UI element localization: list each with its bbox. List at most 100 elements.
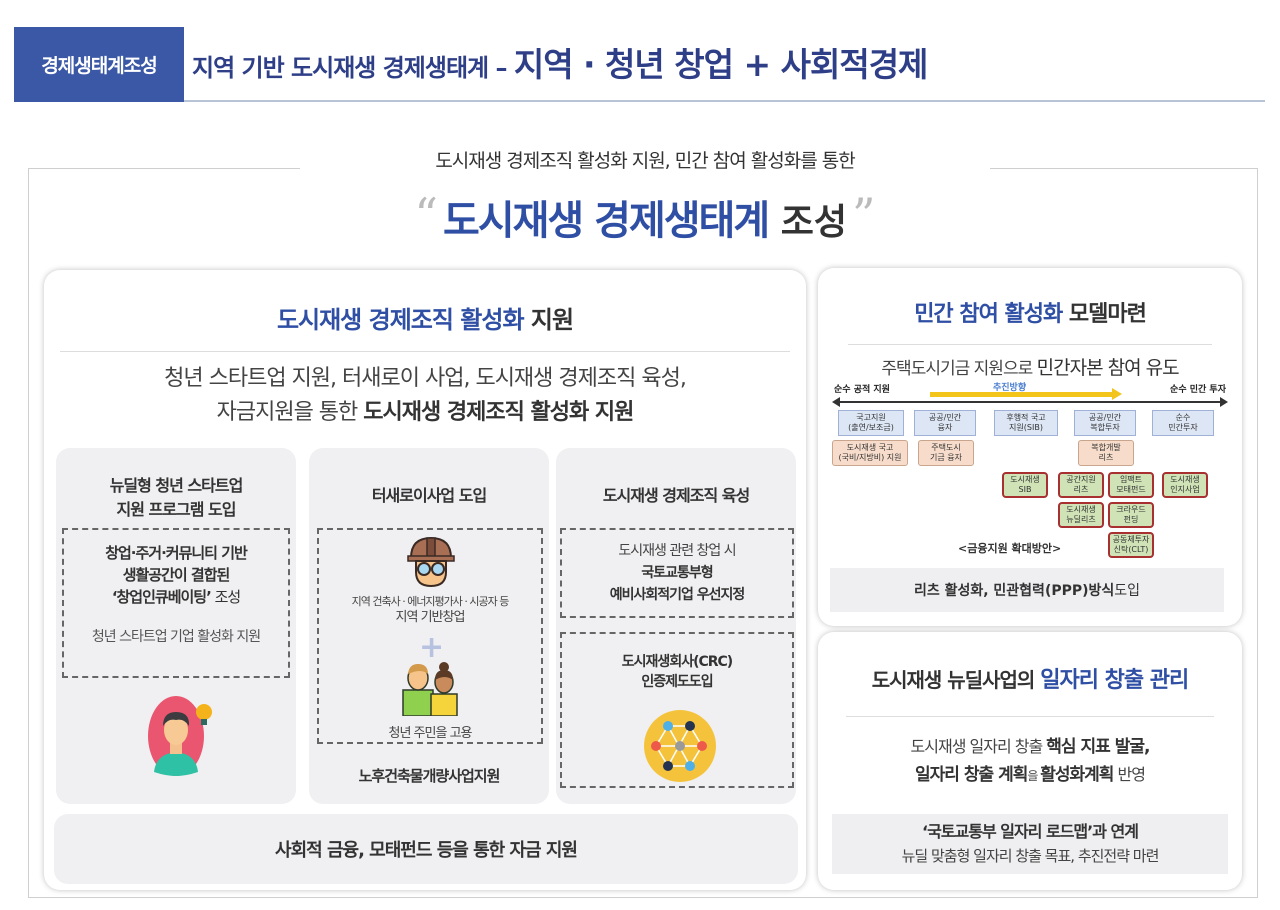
startup-box-line2: 생활공간이 결합된 [122,566,231,584]
private-headline-plain: 주택도시기금 지원으로 [881,359,1037,379]
econ-org-box2-line1: 도시재생회사(CRC) [621,654,733,670]
startup-column: 뉴딜형 청년 스타트업 지원 프로그램 도입 창업·주거·커뮤니티 기반 생활공… [56,448,296,804]
private-footer: 리츠 활성화, 민관협력(PPP)방식 도입 [830,568,1224,612]
private-footer-bold: 리츠 활성화, 민관협력(PPP)방식 [913,583,1115,599]
construction-worker-icon [407,536,455,588]
expansion-box-1: 공간지원 리츠 [1058,472,1104,498]
young-residents-icon [399,660,463,717]
job-desc2-plain2: 반영 [1113,765,1146,784]
startup-box-text: 창업·주거·커뮤니티 기반 생활공간이 결합된 ‘창업인큐베이팅’ 조성 [64,542,288,608]
economic-org-title-blue: 도시재생 경제조직 활성화 [276,306,525,334]
tusaeroi-column: 터새로이사업 도입 지역 건축사 · 에너지평가사 · 시공자 등 지역 기반창… [309,448,549,804]
job-desc2-bold1: 일자리 창출 계획 [915,765,1028,785]
job-desc2-bold2: 활성화계획 [1040,765,1114,785]
scale-box-0: 국고지원 (출연/보조금) [838,410,904,436]
scale-arrow-right-icon [1220,397,1228,407]
open-quote-icon: “ [414,188,438,242]
expansion-box-3: 도시재생 인지사업 [1162,472,1208,498]
direction-arrowhead-icon [1112,388,1122,400]
scale-right-label: 순수 민간 투자 [1170,385,1226,395]
private-participation-title: 민간 참여 활성화 모델마련 [818,296,1242,328]
scale-box-4: 순수 민간투자 [1152,410,1214,436]
divider [848,344,1212,345]
economic-org-title: 도시재생 경제조직 활성화 지원 [44,300,806,335]
scale-axis [838,401,1222,403]
plus-icon: + [419,630,445,665]
startup-box-line3-plain: 조성 [210,588,242,606]
private-headline: 주택도시기금 지원으로 민간자본 참여 유도 [818,353,1242,380]
economic-org-title-dark: 지원 [523,306,574,334]
private-participation-panel: 민간 참여 활성화 모델마련 주택도시기금 지원으로 민간자본 참여 유도 순수… [818,268,1242,626]
job-creation-title: 도시재생 뉴딜사업의 일자리 창출 관리 [818,662,1242,694]
job-title-blue: 일자리 창출 관리 [1040,668,1189,693]
scale-box-3: 공공/민간 복합투자 [1074,410,1136,436]
startup-title-line2: 지원 프로그램 도입 [116,500,237,519]
direction-label: 추진방향 [993,383,1027,393]
private-title-blue: 민간 참여 활성화 [914,302,1063,327]
job-desc-line2: 일자리 창출 계획을 활성화계획 반영 [818,761,1242,790]
startup-dashed-box: 창업·주거·커뮤니티 기반 생활공간이 결합된 ‘창업인큐베이팅’ 조성 청년 … [62,528,290,678]
startup-box-line1: 창업·주거·커뮤니티 기반 [105,544,248,562]
scale-box-2: 후행적 국고 지원(SIB) [994,410,1058,436]
econ-org-box2: 도시재생회사(CRC) 인증제도도입 [560,632,794,788]
header-underline [184,100,1265,102]
job-roadmap-box: ‘국토교통부 일자리 로드맵’과 연계 뉴딜 맞춤형 일자리 창출 목표, 추진… [832,814,1228,874]
worker-caption-line2: 지역 기반창업 [395,610,466,625]
job-desc-line1: 도시재생 일자리 창출 핵심 지표 발굴, [818,733,1242,761]
lead-title-dark: 조성 [768,202,847,243]
direction-arrow-icon [930,392,1114,397]
tusaeroi-title: 터새로이사업 도입 [371,486,487,505]
econ-org-title: 도시재생 경제조직 육성 [602,486,750,505]
job-creation-desc: 도시재생 일자리 창출 핵심 지표 발굴, 일자리 창출 계획을 활성화계획 반… [818,733,1242,790]
econ-org-column: 도시재생 경제조직 육성 도시재생 관련 창업 시 국토교통부형 예비사회적기업… [556,448,796,804]
expansion-box-5: 크라우드 펀딩 [1108,502,1154,528]
desc-line-2: 자금지원을 통한 도시재생 경제조직 활성화 지원 [44,396,806,430]
private-footer-plain: 도입 [1114,583,1141,599]
close-quote-icon: ” [852,188,876,242]
worker-caption: 지역 건축사 · 에너지평가사 · 시공자 등 지역 기반창업 [319,594,541,626]
private-title-dark: 모델마련 [1062,302,1147,327]
startup-box-line3: ‘창업인큐베이팅’ 조성 [64,586,288,608]
divider [60,351,790,352]
private-headline-emph: 민간자본 참여 유도 [1036,357,1180,379]
job-roadmap-line1: ‘국토교통부 일자리 로드맵’과 연계 [922,822,1139,841]
expansion-box-4: 도시재생 뉴딜리츠 [1058,502,1104,528]
current-box-1: 주택도시 기금 융자 [918,440,974,466]
startup-box-line3-bold: ‘창업인큐베이팅’ [111,588,212,606]
job-desc1-plain: 도시재생 일자리 창출 [910,737,1047,756]
expansion-box-6: 공동체투자 신탁(CLT) [1108,532,1154,558]
startup-box-sub: 청년 스타트업 기업 활성화 지원 [91,629,261,645]
desc-line-2-bold: 도시재생 경제조직 활성화 지원 [363,400,634,425]
current-box-0: 도시재생 국고 (국비/지방비) 지원 [832,440,908,466]
job-creation-panel: 도시재생 뉴딜사업의 일자리 창출 관리 도시재생 일자리 창출 핵심 지표 발… [818,632,1242,890]
network-icon [644,710,716,782]
tusaeroi-dashed-box: 지역 건축사 · 에너지평가사 · 시공자 등 지역 기반창업 + 청년 주민을… [317,528,543,744]
econ-org-box2-text: 도시재생회사(CRC) 인증제도도입 [562,652,792,692]
scale-left-label: 순수 공적 지원 [834,385,890,395]
econ-org-box1-text: 도시재생 관련 창업 시 국토교통부형 예비사회적기업 우선지정 [562,540,792,606]
econ-org-box1-line2: 국토교통부형 [641,565,713,581]
economic-org-desc: 청년 스타트업 지원, 터새로이 사업, 도시재생 경제조직 육성, 자금지원을… [44,362,806,430]
econ-org-box1: 도시재생 관련 창업 시 국토교통부형 예비사회적기업 우선지정 [560,528,794,618]
section-tag: 경제생태계조성 [14,27,184,102]
page-title: 지역 기반 도시재생 경제생태계 – 지역 · 청년 창업 + 사회적경제 [192,38,928,86]
youth-caption: 청년 주민을 고용 [388,726,473,741]
expansion-box-2: 임팩트 모태펀드 [1108,472,1154,498]
desc-line-2-plain: 자금지원을 통한 [216,400,364,425]
job-desc1-bold: 핵심 지표 발굴, [1046,737,1150,757]
econ-org-box1-line1: 도시재생 관련 창업 시 [618,543,736,559]
scale-box-1: 공공/민간 융자 [914,410,976,436]
lead-title-blue: 도시재생 경제생태계 [443,198,770,244]
lead-subtitle: 도시재생 경제조직 활성화 지원, 민간 참여 활성화를 통한 [300,146,990,173]
tusaeroi-footer: 노후건축물개량사업지원 [358,767,501,785]
current-box-2: 복합개발 리츠 [1078,440,1134,466]
page-title-prefix: 지역 기반 도시재생 경제생태계 – [192,54,514,82]
expansion-box-0: 도시재생 SIB [1002,472,1048,498]
job-desc2-plain1: 을 [1027,769,1041,783]
job-title-dark: 도시재생 뉴딜사업의 [871,668,1041,692]
job-roadmap-line2: 뉴딜 맞춤형 일자리 창출 목표, 추진전략 마련 [901,847,1160,865]
scale-arrow-left-icon [832,397,840,407]
young-entrepreneur-icon [136,694,216,776]
econ-org-box2-line2: 인증제도도입 [641,674,713,690]
funding-support-bar: 사회적 금융, 모태펀드 등을 통한 자금 지원 [54,814,798,884]
